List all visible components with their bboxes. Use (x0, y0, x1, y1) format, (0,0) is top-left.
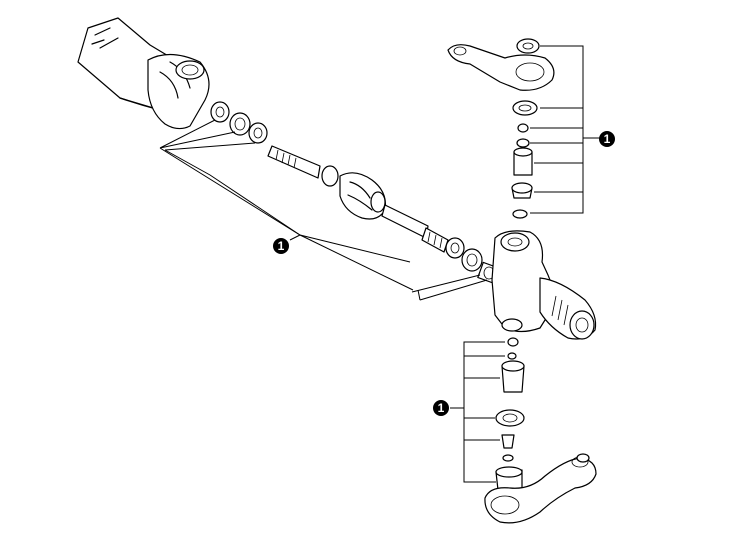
steering-knuckle (491, 230, 597, 340)
callout-lower-kingpin-kit[interactable]: 1 (433, 400, 449, 416)
callout-label: 1 (604, 132, 611, 146)
callout-label: 1 (278, 239, 285, 253)
upper-kingpin-parts (511, 100, 538, 219)
inner-bearing-set (210, 101, 268, 144)
callout-upper-kingpin-kit[interactable]: 1 (599, 131, 615, 147)
axle-housing (77, 17, 210, 130)
drive-shaft-assembly (267, 145, 449, 253)
callout-label: 1 (438, 401, 445, 415)
lower-kit-bracket (450, 341, 505, 483)
shaft-kit-leader (159, 119, 488, 301)
callout-shaft-kit[interactable]: 1 (273, 238, 289, 254)
lower-steering-arm (484, 453, 597, 524)
upper-kit-bracket (530, 45, 600, 214)
lower-kingpin-parts (495, 337, 525, 462)
upper-steering-arm (447, 38, 555, 91)
